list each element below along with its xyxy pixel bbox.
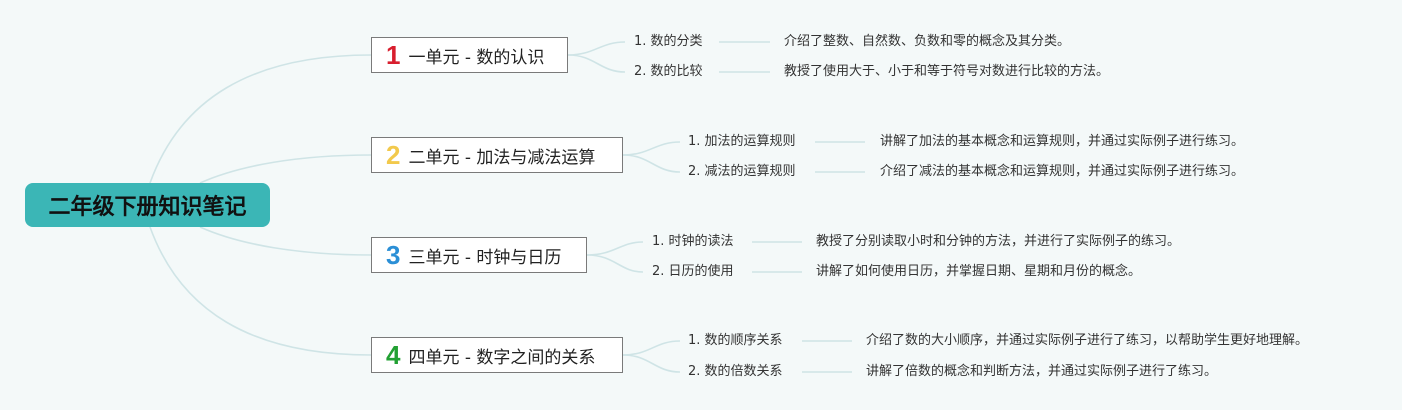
unit4-topic1-link bbox=[622, 340, 681, 356]
topic-4-2[interactable]: 2. 数的倍数关系 bbox=[688, 364, 783, 379]
unit-node-3[interactable]: 3 三单元 - 时钟与日历 bbox=[371, 237, 587, 273]
topic-4-1[interactable]: 1. 数的顺序关系 bbox=[688, 333, 783, 348]
desc-4-1: 介绍了数的大小顺序，并通过实际例子进行了练习，以帮助学生更好地理解。 bbox=[866, 333, 1309, 348]
desc-3-1: 教授了分别读取小时和分钟的方法，并进行了实际例子的练习。 bbox=[816, 234, 1181, 249]
unit-node-4[interactable]: 4 四单元 - 数字之间的关系 bbox=[371, 337, 623, 373]
unit-title-2: 二单元 - 加法与减法运算 bbox=[408, 147, 596, 168]
topic-3-2[interactable]: 2. 日历的使用 bbox=[652, 264, 734, 279]
desc-2-2: 介绍了减法的基本概念和运算规则，并通过实际例子进行练习。 bbox=[880, 164, 1245, 179]
root-title: 二年级下册知识笔记 bbox=[48, 195, 247, 220]
unit-number-1: 1 bbox=[386, 40, 401, 70]
unit-node-2[interactable]: 2 二单元 - 加法与减法运算 bbox=[371, 137, 623, 173]
topic-2-1[interactable]: 1. 加法的运算规则 bbox=[688, 134, 796, 149]
unit-node-1[interactable]: 1 一单元 - 数的认识 bbox=[371, 37, 568, 73]
unit1-topic2-link bbox=[567, 54, 626, 73]
topic-1-1[interactable]: 1. 数的分类 bbox=[634, 34, 703, 49]
desc-3-2: 讲解了如何使用日历，并掌握日期、星期和月份的概念。 bbox=[816, 264, 1142, 279]
topic-2-2[interactable]: 2. 减法的运算规则 bbox=[688, 164, 796, 179]
unit3-topic1-link bbox=[586, 241, 644, 256]
root-node[interactable]: 二年级下册知识笔记 bbox=[25, 183, 270, 227]
root-unit2-link bbox=[199, 154, 372, 184]
unit2-topic2-link bbox=[622, 154, 681, 173]
topic-1-2[interactable]: 2. 数的比较 bbox=[634, 64, 703, 79]
desc-1-2: 教授了使用大于、小于和等于符号对数进行比较的方法。 bbox=[784, 64, 1110, 79]
unit1-topic1-link bbox=[567, 41, 626, 56]
desc-4-2: 讲解了倍数的概念和判断方法，并通过实际例子进行了练习。 bbox=[866, 364, 1218, 379]
unit4-topic2-link bbox=[622, 354, 681, 373]
unit-title-4: 四单元 - 数字之间的关系 bbox=[408, 347, 596, 368]
root-unit3-link bbox=[199, 226, 372, 256]
unit3-topic2-link bbox=[586, 254, 644, 273]
unit-number-4: 4 bbox=[386, 340, 401, 370]
unit-number-2: 2 bbox=[386, 140, 401, 170]
unit-title-1: 一单元 - 数的认识 bbox=[408, 47, 545, 68]
root-unit1-link bbox=[149, 54, 372, 184]
root-unit4-link bbox=[149, 226, 372, 356]
desc-2-1: 讲解了加法的基本概念和运算规则，并通过实际例子进行练习。 bbox=[880, 134, 1245, 149]
unit2-topic1-link bbox=[622, 141, 681, 156]
unit-number-3: 3 bbox=[386, 240, 401, 270]
unit-title-3: 三单元 - 时钟与日历 bbox=[408, 247, 562, 268]
topic-3-1[interactable]: 1. 时钟的读法 bbox=[652, 234, 734, 249]
desc-1-1: 介绍了整数、自然数、负数和零的概念及其分类。 bbox=[784, 34, 1071, 49]
